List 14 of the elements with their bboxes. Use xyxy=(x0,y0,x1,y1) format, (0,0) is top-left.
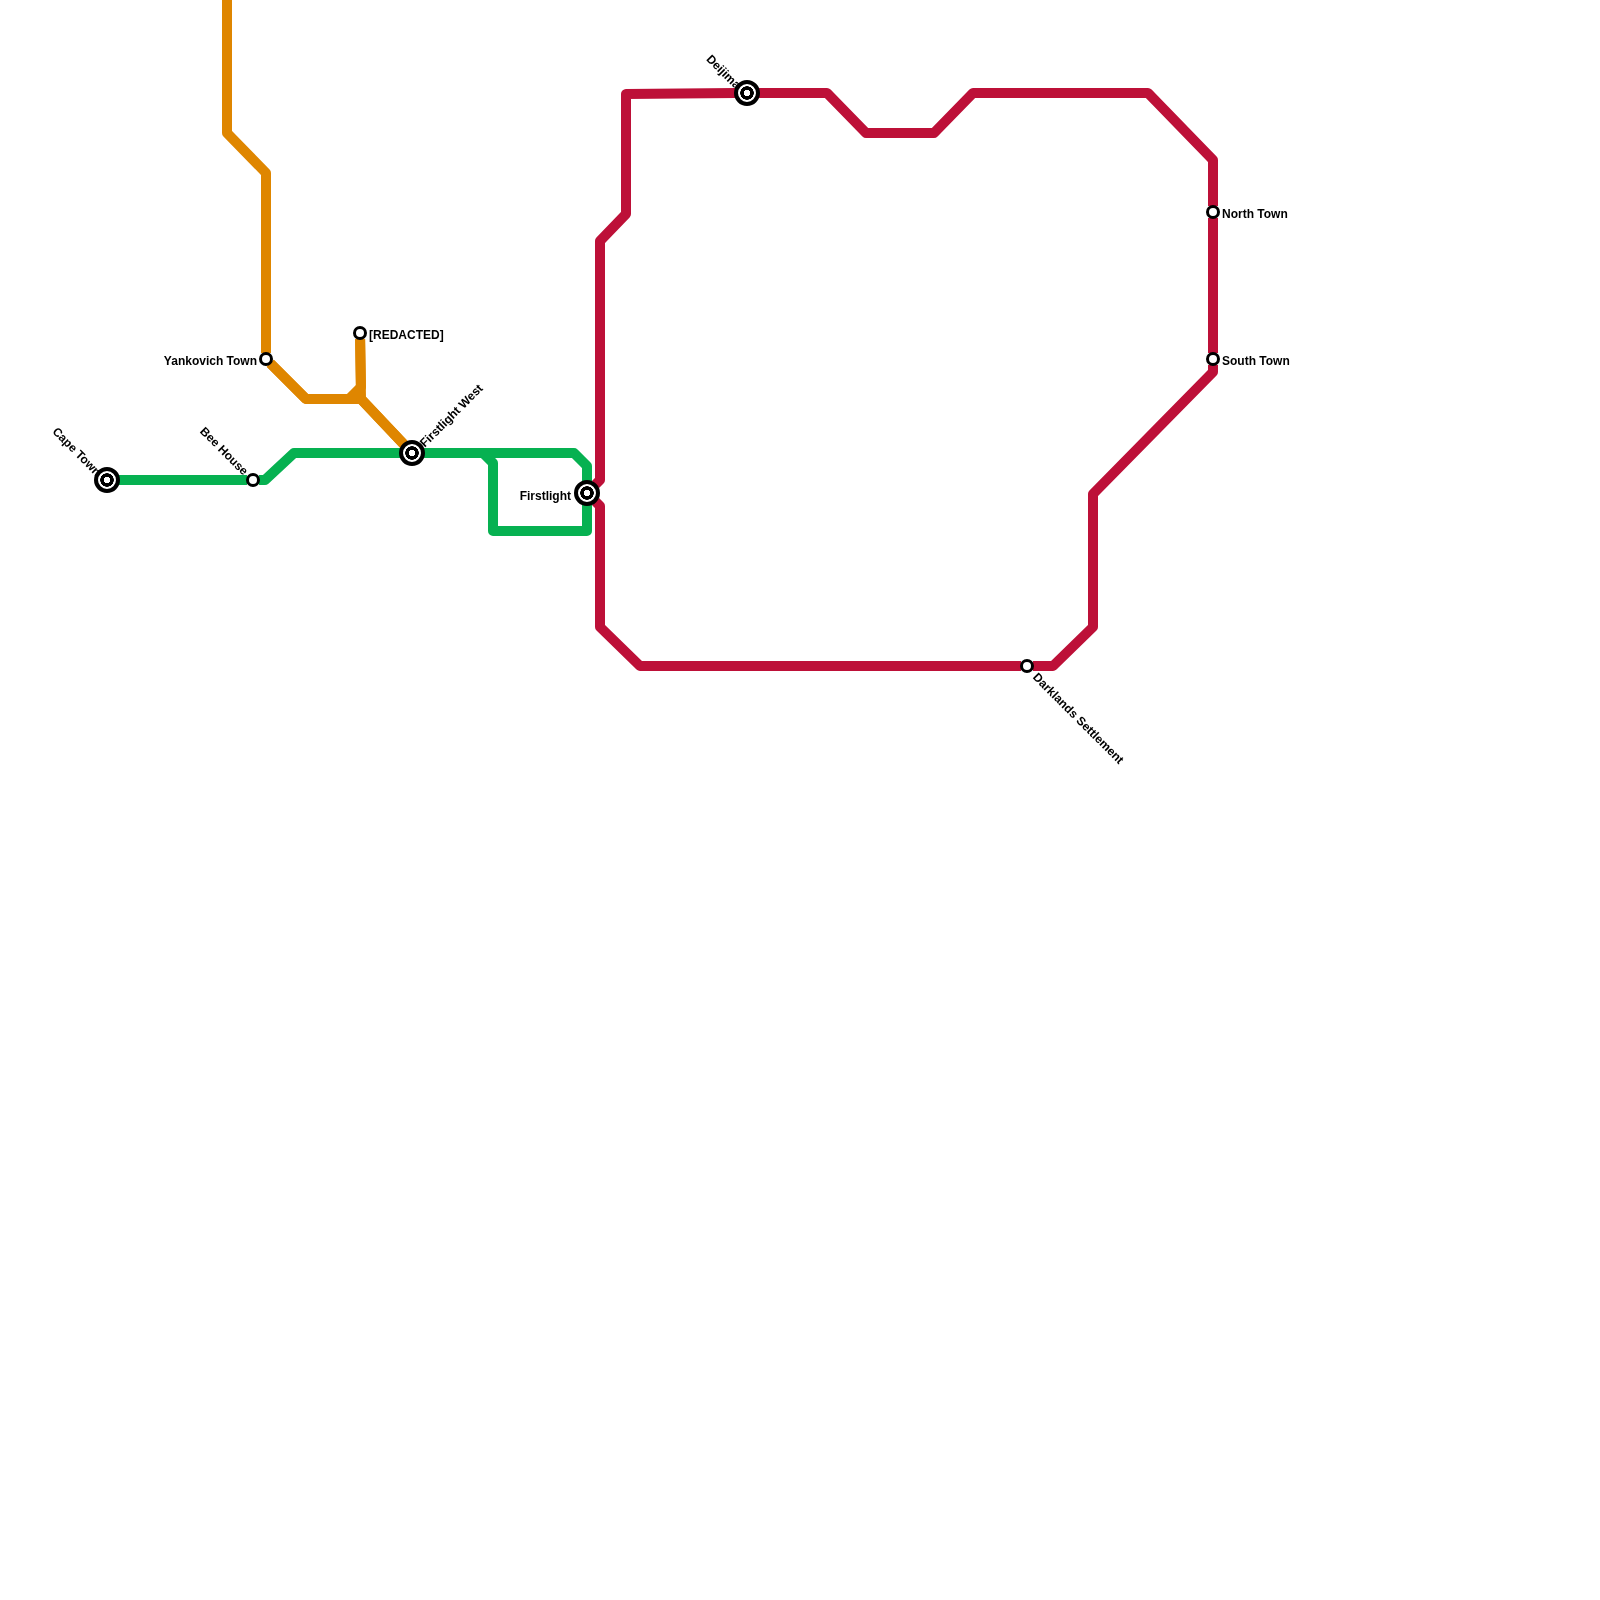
rail-line xyxy=(222,0,271,353)
rail-line xyxy=(1033,365,1218,671)
station-label: South Town xyxy=(1222,354,1290,368)
station-label: [REDACTED] xyxy=(369,328,444,342)
rail-line xyxy=(591,88,736,489)
rail-line xyxy=(266,338,366,404)
rail-line xyxy=(119,475,247,485)
station-label: Yankovich Town xyxy=(163,354,257,368)
station-label: Firstlight xyxy=(519,489,571,503)
rail-line xyxy=(759,88,1218,206)
rail-line xyxy=(259,448,400,485)
rail-line xyxy=(1208,218,1218,353)
station-label: North Town xyxy=(1222,207,1288,221)
rail-line xyxy=(591,497,1021,671)
